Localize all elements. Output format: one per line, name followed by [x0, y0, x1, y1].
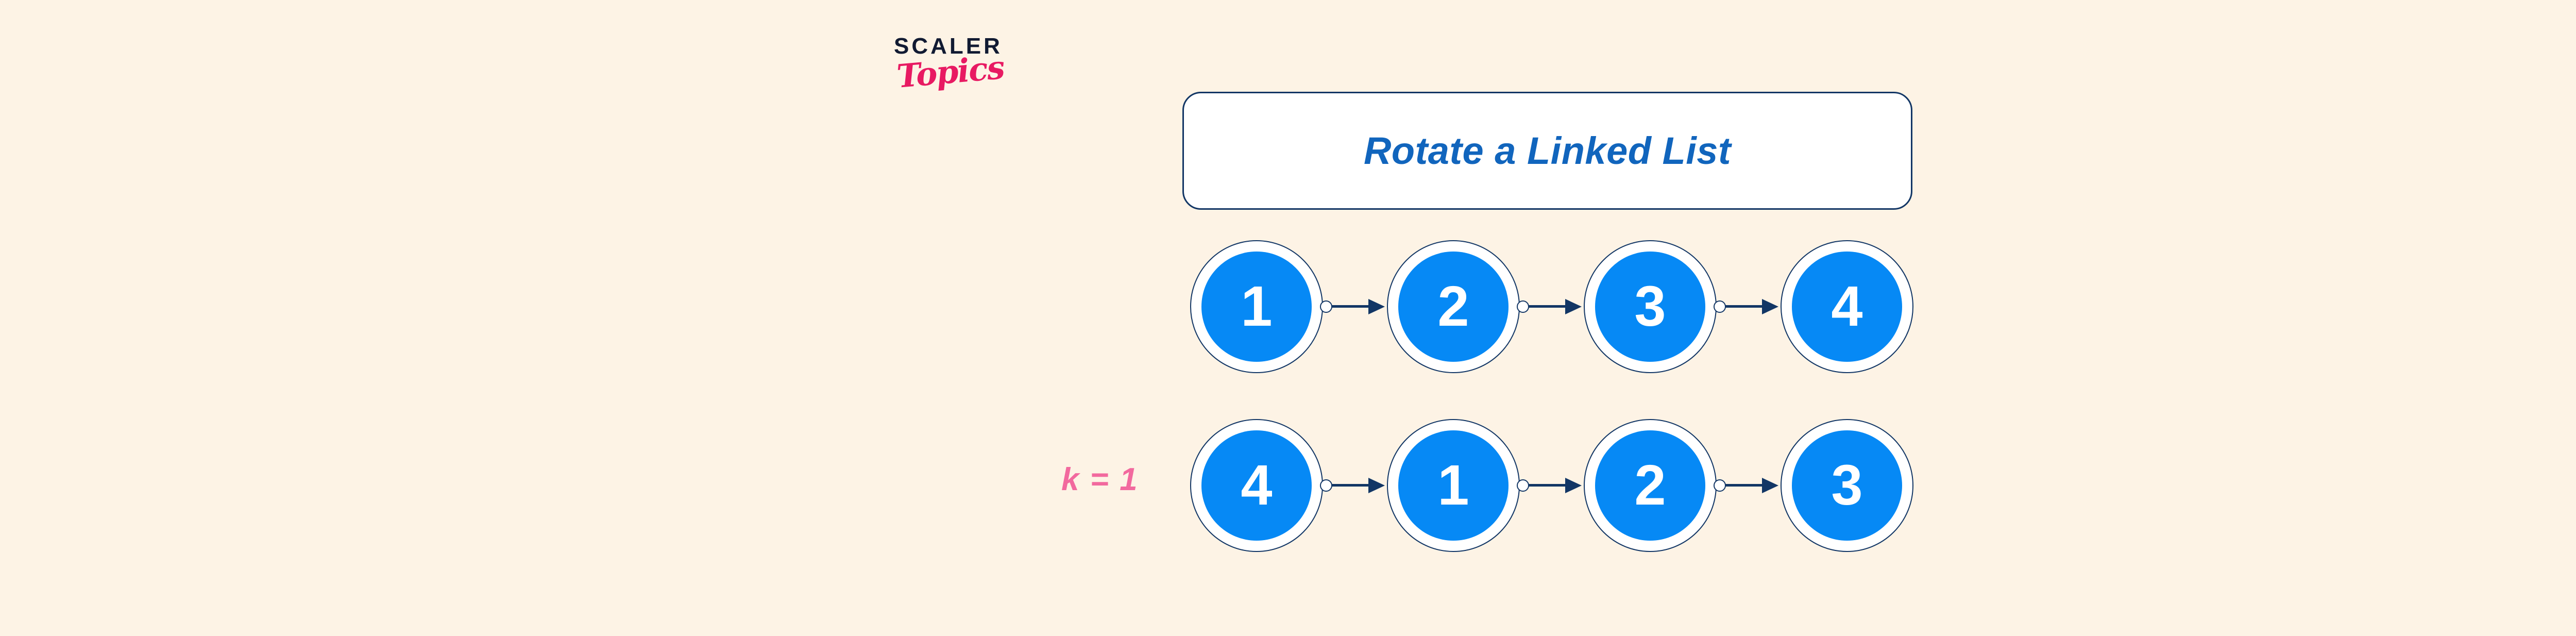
node-value: 3: [1831, 454, 1863, 517]
pointer-dot-icon: [1714, 479, 1726, 492]
next-pointer-arrow-icon: [1517, 298, 1584, 315]
node-circle: 4: [1792, 252, 1902, 362]
list-node: 1: [1387, 419, 1520, 552]
node-value: 4: [1241, 454, 1273, 517]
arrowhead-icon: [1565, 299, 1582, 314]
pointer-line: [1725, 484, 1765, 487]
pointer-dot-icon: [1517, 300, 1529, 313]
node-circle: 4: [1201, 430, 1312, 541]
node-value: 1: [1437, 454, 1469, 517]
title-box: Rotate a Linked List: [1182, 92, 1912, 210]
list-node: 3: [1584, 240, 1717, 373]
next-pointer-arrow-icon: [1320, 477, 1387, 494]
next-pointer-arrow-icon: [1320, 298, 1387, 315]
list-node: 3: [1781, 419, 1913, 552]
k-value-label: k = 1: [1061, 462, 1139, 497]
node-circle: 2: [1398, 252, 1509, 362]
pointer-line: [1725, 305, 1765, 308]
list-node: 2: [1387, 240, 1520, 373]
pointer-line: [1331, 484, 1371, 487]
node-circle: 3: [1792, 430, 1902, 541]
pointer-line: [1528, 305, 1568, 308]
node-circle: 1: [1398, 430, 1509, 541]
pointer-line: [1331, 305, 1371, 308]
node-value: 2: [1437, 275, 1469, 338]
node-value: 1: [1241, 275, 1273, 338]
page-title: Rotate a Linked List: [1363, 129, 1732, 172]
arrowhead-icon: [1368, 299, 1385, 314]
list-node: 1: [1190, 240, 1323, 373]
pointer-dot-icon: [1714, 300, 1726, 313]
node-value: 3: [1634, 275, 1666, 338]
logo-brand-text: SCALER: [894, 34, 1003, 59]
pointer-dot-icon: [1517, 479, 1529, 492]
list-node: 4: [1781, 240, 1913, 373]
next-pointer-arrow-icon: [1517, 477, 1584, 494]
node-circle: 3: [1595, 252, 1705, 362]
node-value: 2: [1634, 454, 1666, 517]
pointer-dot-icon: [1320, 479, 1332, 492]
node-circle: 2: [1595, 430, 1705, 541]
list-node: 2: [1584, 419, 1717, 552]
arrowhead-icon: [1762, 478, 1778, 493]
list-node: 4: [1190, 419, 1323, 552]
node-value: 4: [1831, 275, 1863, 338]
next-pointer-arrow-icon: [1714, 298, 1781, 315]
arrowhead-icon: [1368, 478, 1385, 493]
arrowhead-icon: [1565, 478, 1582, 493]
next-pointer-arrow-icon: [1714, 477, 1781, 494]
scaler-topics-logo: SCALER Topics: [894, 35, 1048, 112]
node-circle: 1: [1201, 252, 1312, 362]
arrowhead-icon: [1762, 299, 1778, 314]
pointer-line: [1528, 484, 1568, 487]
pointer-dot-icon: [1320, 300, 1332, 313]
